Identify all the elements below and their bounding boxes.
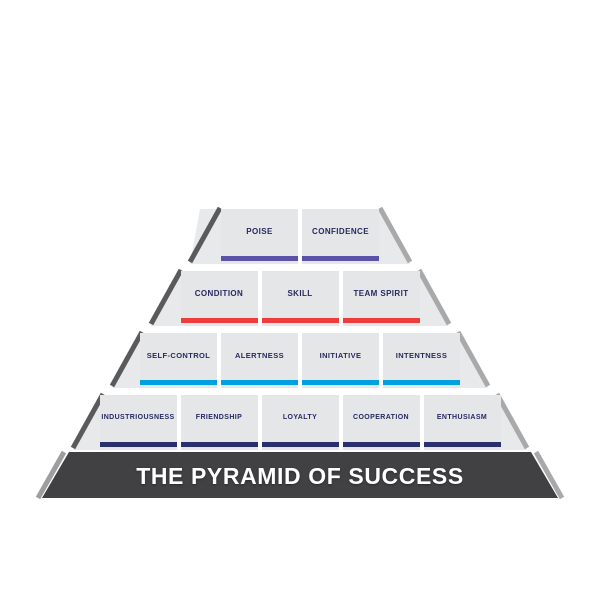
pyramid-block-label: INDUSTRIOUSNESS — [101, 414, 175, 422]
pyramid-block-label: TEAM SPIRIT — [353, 288, 409, 298]
pyramid-block-label: COOPERATION — [353, 414, 409, 422]
pyramid-block-accent-bar — [180, 318, 258, 323]
pyramid-tier-1: CONDITION SKILL TEAM SPIRIT — [0, 271, 600, 333]
pyramid-block-label: INTENTNESS — [395, 350, 448, 360]
pyramid-block-accent-bar — [221, 256, 298, 261]
pyramid-block-accent-bar — [140, 380, 217, 385]
pyramid-block-accent-bar — [99, 442, 177, 447]
pyramid-block-label: ALERTNESS — [234, 350, 285, 360]
pyramid-block-label: POISE — [246, 226, 273, 236]
pyramid-base-banner: THE PYRAMID OF SUCCESS — [0, 452, 600, 500]
pyramid-block-accent-bar — [423, 442, 501, 447]
pyramid-block-label: SELF-CONTROL — [146, 350, 211, 360]
pyramid-block-label: FRIENDSHIP — [195, 414, 243, 422]
pyramid-block[interactable]: INITIATIVE — [302, 333, 379, 388]
pyramid-block-label: CONDITION — [194, 288, 244, 298]
pyramid-block-label: CONFIDENCE — [312, 226, 369, 236]
pyramid-block-label: SKILL — [287, 288, 313, 298]
base-banner-shape — [42, 452, 558, 498]
pyramid-block-accent-bar — [383, 380, 460, 385]
pyramid-block[interactable]: FRIENDSHIP — [180, 395, 258, 450]
pyramid-block[interactable]: INTENTNESS — [383, 333, 460, 388]
pyramid-block-accent-bar — [261, 442, 339, 447]
pyramid-block[interactable]: TEAM SPIRIT — [342, 271, 420, 326]
pyramid-block[interactable]: LOYALTY — [261, 395, 339, 450]
diagram-title: THE PYRAMID OF SUCCESS — [136, 462, 464, 489]
pyramid-block[interactable]: INDUSTRIOUSNESS — [99, 395, 177, 450]
pyramid-block[interactable]: POISE — [221, 209, 298, 264]
edge-stripe-right-2 — [455, 330, 491, 388]
pyramid-block-accent-bar — [261, 318, 339, 323]
pyramid-block-label: ENTHUSIASM — [436, 414, 488, 422]
edge-stripe-left-base — [35, 450, 67, 500]
pyramid-block-accent-bar — [342, 442, 420, 447]
edge-stripe-right-base — [533, 450, 565, 500]
pyramid-block-accent-bar — [302, 256, 379, 261]
edge-stripe-left-1 — [148, 268, 184, 326]
edge-stripe-left-0 — [187, 206, 223, 264]
edge-stripe-right-1 — [416, 268, 452, 326]
pyramid-block-accent-bar — [302, 380, 379, 385]
pyramid-tier-0: POISE CONFIDENCE — [0, 209, 600, 271]
pyramid-block[interactable]: CONDITION — [180, 271, 258, 326]
pyramid-block-label: LOYALTY — [282, 414, 318, 422]
edge-stripe-right-3 — [494, 392, 530, 450]
pyramid-block[interactable]: ENTHUSIASM — [423, 395, 501, 450]
pyramid-block[interactable]: ALERTNESS — [221, 333, 298, 388]
edge-stripe-left-3 — [70, 392, 106, 450]
pyramid-block-accent-bar — [180, 442, 258, 447]
pyramid-block[interactable]: SELF-CONTROL — [140, 333, 217, 388]
pyramid-block-accent-bar — [221, 380, 298, 385]
edge-stripe-left-2 — [109, 330, 145, 388]
edge-stripe-right-0 — [377, 206, 413, 264]
pyramid-tier-2: SELF-CONTROL ALERTNESS INITIATIVE INTENT… — [0, 333, 600, 395]
pyramid-tier-3: INDUSTRIOUSNESS FRIENDSHIP LOYALTY COOPE… — [0, 395, 600, 457]
pyramid-block[interactable]: SKILL — [261, 271, 339, 326]
pyramid-block[interactable]: CONFIDENCE — [302, 209, 379, 264]
pyramid-block-accent-bar — [342, 318, 420, 323]
pyramid-block[interactable]: COOPERATION — [342, 395, 420, 450]
pyramid-block-label: INITIATIVE — [319, 350, 362, 360]
